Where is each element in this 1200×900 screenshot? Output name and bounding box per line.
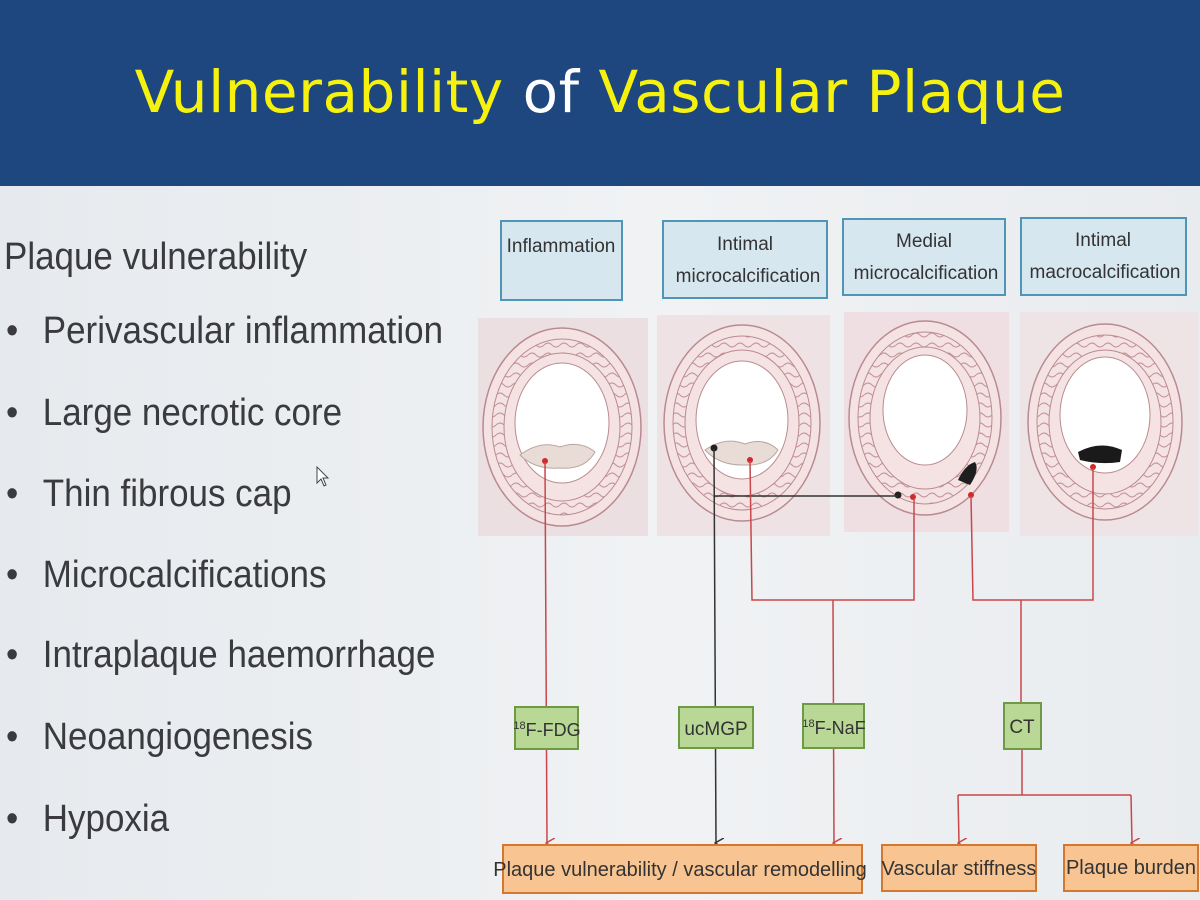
- stage-label: Inflammation: [507, 236, 616, 257]
- list-item: • Microcalcifications: [6, 554, 326, 597]
- bullet-icon: •: [6, 554, 19, 596]
- stage-box-intimal-microcalcification: Intimal microcalcification: [662, 220, 828, 299]
- list-item: • Intraplaque haemorrhage: [6, 634, 435, 677]
- list-item-label: Large necrotic core: [42, 392, 343, 434]
- bullet-icon: •: [6, 716, 19, 758]
- bullet-icon: •: [6, 634, 19, 676]
- stage-box-medial-microcalcification: Medial microcalcification: [842, 218, 1006, 296]
- svg-text:18F-NaF: 18F-NaF: [802, 718, 865, 738]
- stage-label-line-1: Intimal: [1075, 230, 1131, 251]
- stage-box-inflammation: Inflammation: [500, 220, 623, 301]
- outcome-label: Plaque vulnerability / vascular remodell…: [493, 859, 867, 881]
- list-item-label: Hypoxia: [42, 798, 170, 840]
- title-part-1: Vulnerability: [134, 58, 504, 126]
- outcome-label: Plaque burden: [1066, 857, 1196, 879]
- stage-label-line-1: Intimal: [717, 234, 773, 255]
- slide-title: Vulnerability of Vascular Plaque: [0, 58, 1200, 126]
- list-item-label: Perivascular inflammation: [42, 310, 444, 352]
- outcome-box-plaque-vulnerability: Plaque vulnerability / vascular remodell…: [493, 844, 867, 894]
- marker-label: F-FDG: [526, 720, 581, 740]
- marker-label: F-NaF: [815, 718, 866, 738]
- mouse-cursor-icon: [316, 466, 330, 487]
- outcome-box-vascular-stiffness: Vascular stiffness: [881, 844, 1037, 892]
- connector-lines: [544, 448, 1132, 843]
- bullet-icon: •: [6, 392, 19, 434]
- vessel-cross-section-4: [1027, 323, 1183, 521]
- content-area: [0, 186, 1200, 900]
- list-item-label: Neoangiogenesis: [42, 716, 313, 758]
- header-bar: [0, 0, 1200, 186]
- outcome-box-plaque-burden: Plaque burden: [1063, 844, 1199, 892]
- list-item: • Hypoxia: [6, 798, 169, 841]
- stage-label-line-2: microcalcification: [854, 263, 999, 284]
- list-item: • Thin fibrous cap: [6, 473, 292, 516]
- marker-label: CT: [1009, 717, 1035, 738]
- vessel-cross-section-1: [482, 327, 642, 527]
- marker-superscript: 18: [513, 720, 525, 732]
- marker-box-18f-fdg: 18F-FDG: [513, 706, 581, 750]
- list-heading: Plaque vulnerability: [4, 236, 308, 278]
- stage-label-line-2: macrocalcification: [1030, 262, 1181, 283]
- title-part-3: Vascular Plaque: [598, 58, 1066, 126]
- stage-label-line-1: Medial: [896, 231, 952, 252]
- bullet-icon: •: [6, 798, 19, 840]
- list-item-label: Intraplaque haemorrhage: [42, 634, 436, 676]
- bullet-icon: •: [6, 473, 19, 515]
- bullet-icon: •: [6, 310, 19, 352]
- vessel-cross-section-3: [848, 320, 1002, 516]
- marker-label: ucMGP: [684, 719, 747, 740]
- list-item-label: Microcalcifications: [42, 554, 327, 596]
- list-item-label: Thin fibrous cap: [42, 473, 292, 515]
- stage-box-intimal-macrocalcification: Intimal macrocalcification: [1020, 217, 1187, 296]
- title-part-2: of: [522, 58, 580, 126]
- marker-box-18f-naf: 18F-NaF: [802, 703, 866, 749]
- marker-box-ct: CT: [1003, 702, 1042, 750]
- svg-text:18F-FDG: 18F-FDG: [513, 720, 580, 740]
- marker-superscript: 18: [802, 718, 814, 730]
- outcome-label: Vascular stiffness: [882, 858, 1037, 880]
- vessel-cross-section-2: [663, 324, 821, 522]
- list-item: • Large necrotic core: [6, 392, 342, 435]
- list-item: • Perivascular inflammation: [6, 310, 443, 353]
- list-item: • Neoangiogenesis: [6, 716, 313, 759]
- stage-label-line-2: microcalcification: [676, 266, 821, 287]
- marker-box-ucmgp: ucMGP: [678, 706, 754, 749]
